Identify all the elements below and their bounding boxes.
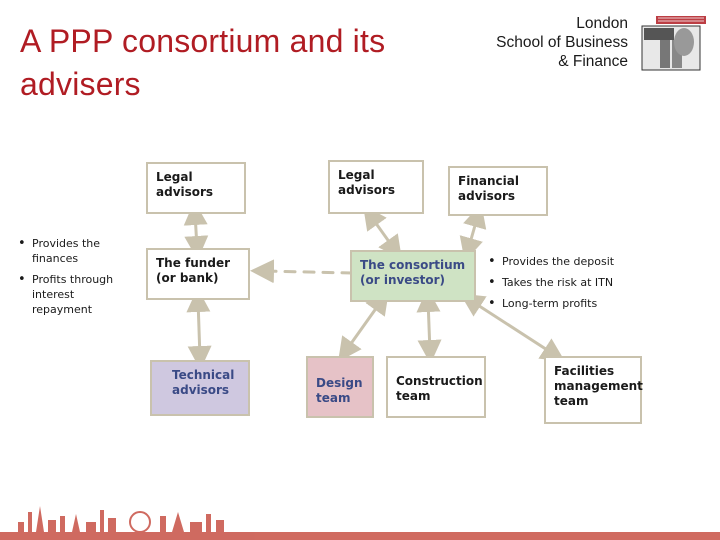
- technical-advisors-label: Technical advisors: [172, 368, 235, 397]
- logo-line-2: School of Business: [496, 34, 628, 51]
- construction-team-box: Construction team: [386, 356, 486, 418]
- connector-consortium-design: [338, 290, 389, 362]
- construction-team-label: Construction team: [396, 374, 483, 403]
- legal-advisors-left-label: Legal advisors: [156, 170, 214, 199]
- consortium-note: Takes the risk at ITN: [488, 275, 668, 290]
- facilities-team-label: Facilities management team: [554, 364, 643, 408]
- technical-advisors-box: Technical advisors: [150, 360, 250, 416]
- funder-label: The funder (or bank): [156, 256, 230, 285]
- connector-consortium-funder-dashed: [250, 259, 354, 284]
- connector-funder-technical: [186, 288, 212, 370]
- connector-consortium-facilities: [459, 293, 566, 362]
- connector-consortium-construction: [416, 288, 442, 364]
- financial-advisors-label: Financial advisors: [458, 174, 519, 203]
- funder-note: Profits through interest repayment: [18, 272, 136, 317]
- connector-legal-left-funder: [183, 201, 209, 260]
- financial-advisors-box: Financial advisors: [448, 166, 548, 216]
- consortium-note: Long-term profits: [488, 296, 668, 311]
- logo-line-1: London: [576, 15, 628, 32]
- column-statue-icon: [641, 16, 706, 71]
- connector-legal-right-consortium: [363, 205, 402, 260]
- london-skyline-footer: [0, 506, 720, 540]
- consortium-note: Provides the deposit: [488, 254, 668, 269]
- consortium-notes: Provides the deposit Takes the risk at I…: [488, 254, 668, 317]
- legal-advisors-right-box: Legal advisors: [328, 160, 424, 214]
- funder-box: The funder (or bank): [146, 248, 250, 300]
- facilities-team-box: Facilities management team: [544, 356, 643, 424]
- design-team-label: Design team: [316, 376, 363, 405]
- legal-advisors-right-label: Legal advisors: [338, 168, 396, 197]
- funder-note: Provides the finances: [18, 236, 136, 266]
- lsbf-logo: London School of Business & Finance: [496, 12, 710, 76]
- page-title: A PPP consortium and its advisers: [20, 23, 386, 102]
- consortium-label: The consortium (or investor): [360, 258, 466, 287]
- design-team-box: Design team: [306, 356, 374, 418]
- consortium-box: The consortium (or investor): [350, 250, 476, 302]
- funder-notes: Provides the finances Profits through in…: [18, 236, 136, 323]
- logo-text: London School of Business & Finance: [496, 14, 628, 71]
- logo-line-3: & Finance: [558, 53, 628, 70]
- legal-advisors-left-box: Legal advisors: [146, 162, 246, 214]
- connector-financial-consortium: [459, 203, 487, 262]
